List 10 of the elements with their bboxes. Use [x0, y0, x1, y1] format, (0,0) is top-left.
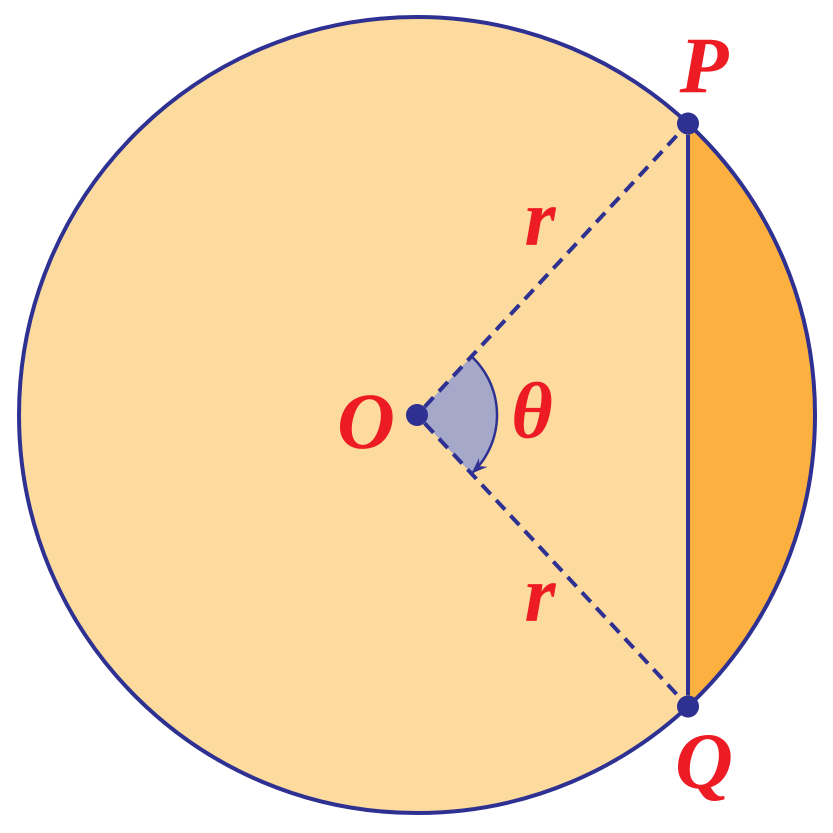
point-label: Q — [678, 735, 731, 801]
point-label: O — [340, 395, 393, 449]
point-dot — [406, 404, 428, 426]
point-dot — [677, 112, 699, 135]
point-dot — [677, 696, 699, 718]
point-label: P — [680, 40, 729, 92]
edge-label: r — [526, 583, 556, 621]
edge-label: r — [526, 207, 556, 245]
angle-label: θ — [514, 382, 552, 438]
chord-line — [686, 134, 690, 696]
